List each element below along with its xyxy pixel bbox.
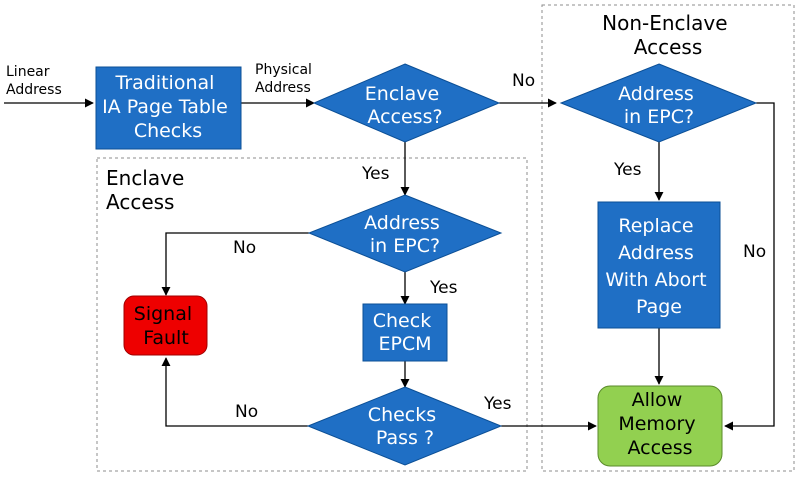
linear-address-label: Linear Address [6,64,62,98]
svg-text:Address in EPC?: Address in EPC? [618,83,700,128]
check-epcm-box: Check EPCM [362,303,448,362]
svg-text:Checks Pass ?: Checks Pass ? [368,404,442,449]
svg-text:Allow Memory Acces: Allow Memory Access [618,389,701,459]
enclave-decision-no-label: No [512,71,535,91]
physical-address-label: Physical Address [255,62,316,96]
non-enclave-access-region [541,4,795,472]
edge-epc-non-enclave-no [724,102,775,431]
enclave-access-decision: Enclave Access? [312,63,501,143]
address-in-epc-enclave-decision: Address in EPC? [307,194,503,273]
epc-enclave-no-label: No [233,238,256,258]
checks-no-label: No [235,402,258,422]
epc-non-enclave-no-label: No [743,242,766,262]
epc-non-enclave-yes-label: Yes [613,160,642,180]
svg-text:Signal Fault: Signal Fault [134,303,198,349]
page-table-checks-box: Traditional IA Page Table Checks [95,66,242,150]
address-in-epc-non-enclave-decision: Address in EPC? [559,63,758,143]
svg-text:Address in EPC?: Address in EPC? [364,212,446,257]
svg-text:Traditional IA Page Tabl: Traditional IA Page Table Checks [102,72,234,142]
non-enclave-region-title: Non-Enclave Access [602,11,734,59]
signal-fault-box: Signal Fault [123,295,208,356]
svg-text:Enclave Access?: Enclave Access? [365,83,445,128]
replace-address-box: Replace Address With Abort Page [597,201,721,329]
enclave-region-title: Enclave Access [106,166,191,214]
checks-yes-label: Yes [483,394,512,414]
edge-checks-no [161,357,308,427]
allow-memory-access-box: Allow Memory Access [597,385,723,467]
checks-pass-decision: Checks Pass ? [306,386,503,466]
svg-text:Replace Address Wi: Replace Address With Abort Page [605,215,712,318]
enclave-decision-yes-label: Yes [361,164,390,184]
epc-enclave-yes-label: Yes [429,278,458,298]
svg-text:Check EPCM: Check EPCM [373,310,438,355]
edge-epc-enclave-no [161,232,309,296]
